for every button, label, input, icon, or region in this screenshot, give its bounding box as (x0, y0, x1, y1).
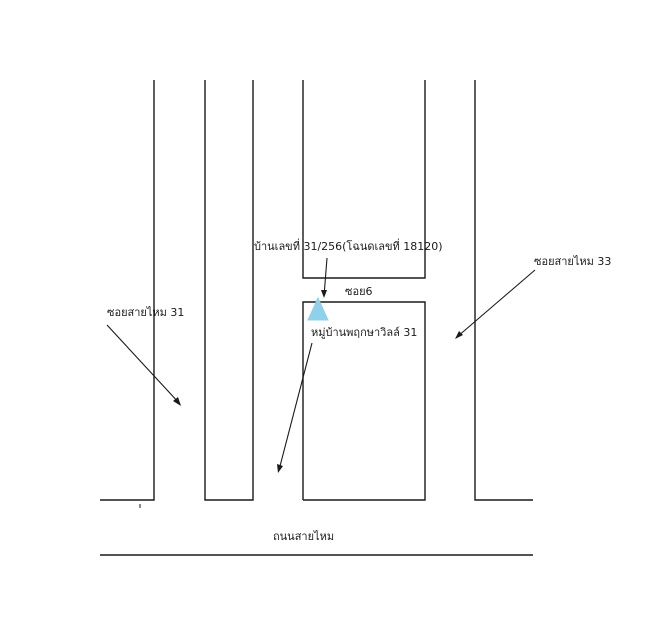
soi-6-label: ซอย6 (345, 285, 373, 298)
house-block-top (302, 80, 426, 279)
soi-sai-mai-33-label: ซอยสายไหม 33 (534, 255, 612, 268)
house-number-arrowhead (321, 290, 327, 298)
soi-31-right-boundary (204, 80, 254, 501)
house-block-bottom (302, 301, 426, 501)
soi-31-arrowhead (173, 397, 181, 406)
soi-33-arrow (456, 269, 536, 338)
house-number-arrow (323, 257, 328, 297)
soi-33-arrowhead (455, 331, 463, 339)
main-road-label: ถนนสายไหม (273, 530, 335, 543)
soi-31-left-boundary (100, 80, 155, 501)
village-arrowhead (277, 464, 283, 473)
house-number-label: บ้านเลขที่ 31/256(โฉนดเลขที่ 18120) (254, 240, 443, 253)
soi-31-arrow (106, 324, 181, 405)
village-arrow (278, 342, 313, 471)
triangle-marker-icon (307, 296, 329, 321)
soi-33-boundary (474, 80, 533, 501)
soi-sai-mai-31-label: ซอยสายไหม 31 (107, 306, 185, 319)
village-label: หมู่บ้านพฤกษาวิลล์ 31 (311, 326, 418, 339)
